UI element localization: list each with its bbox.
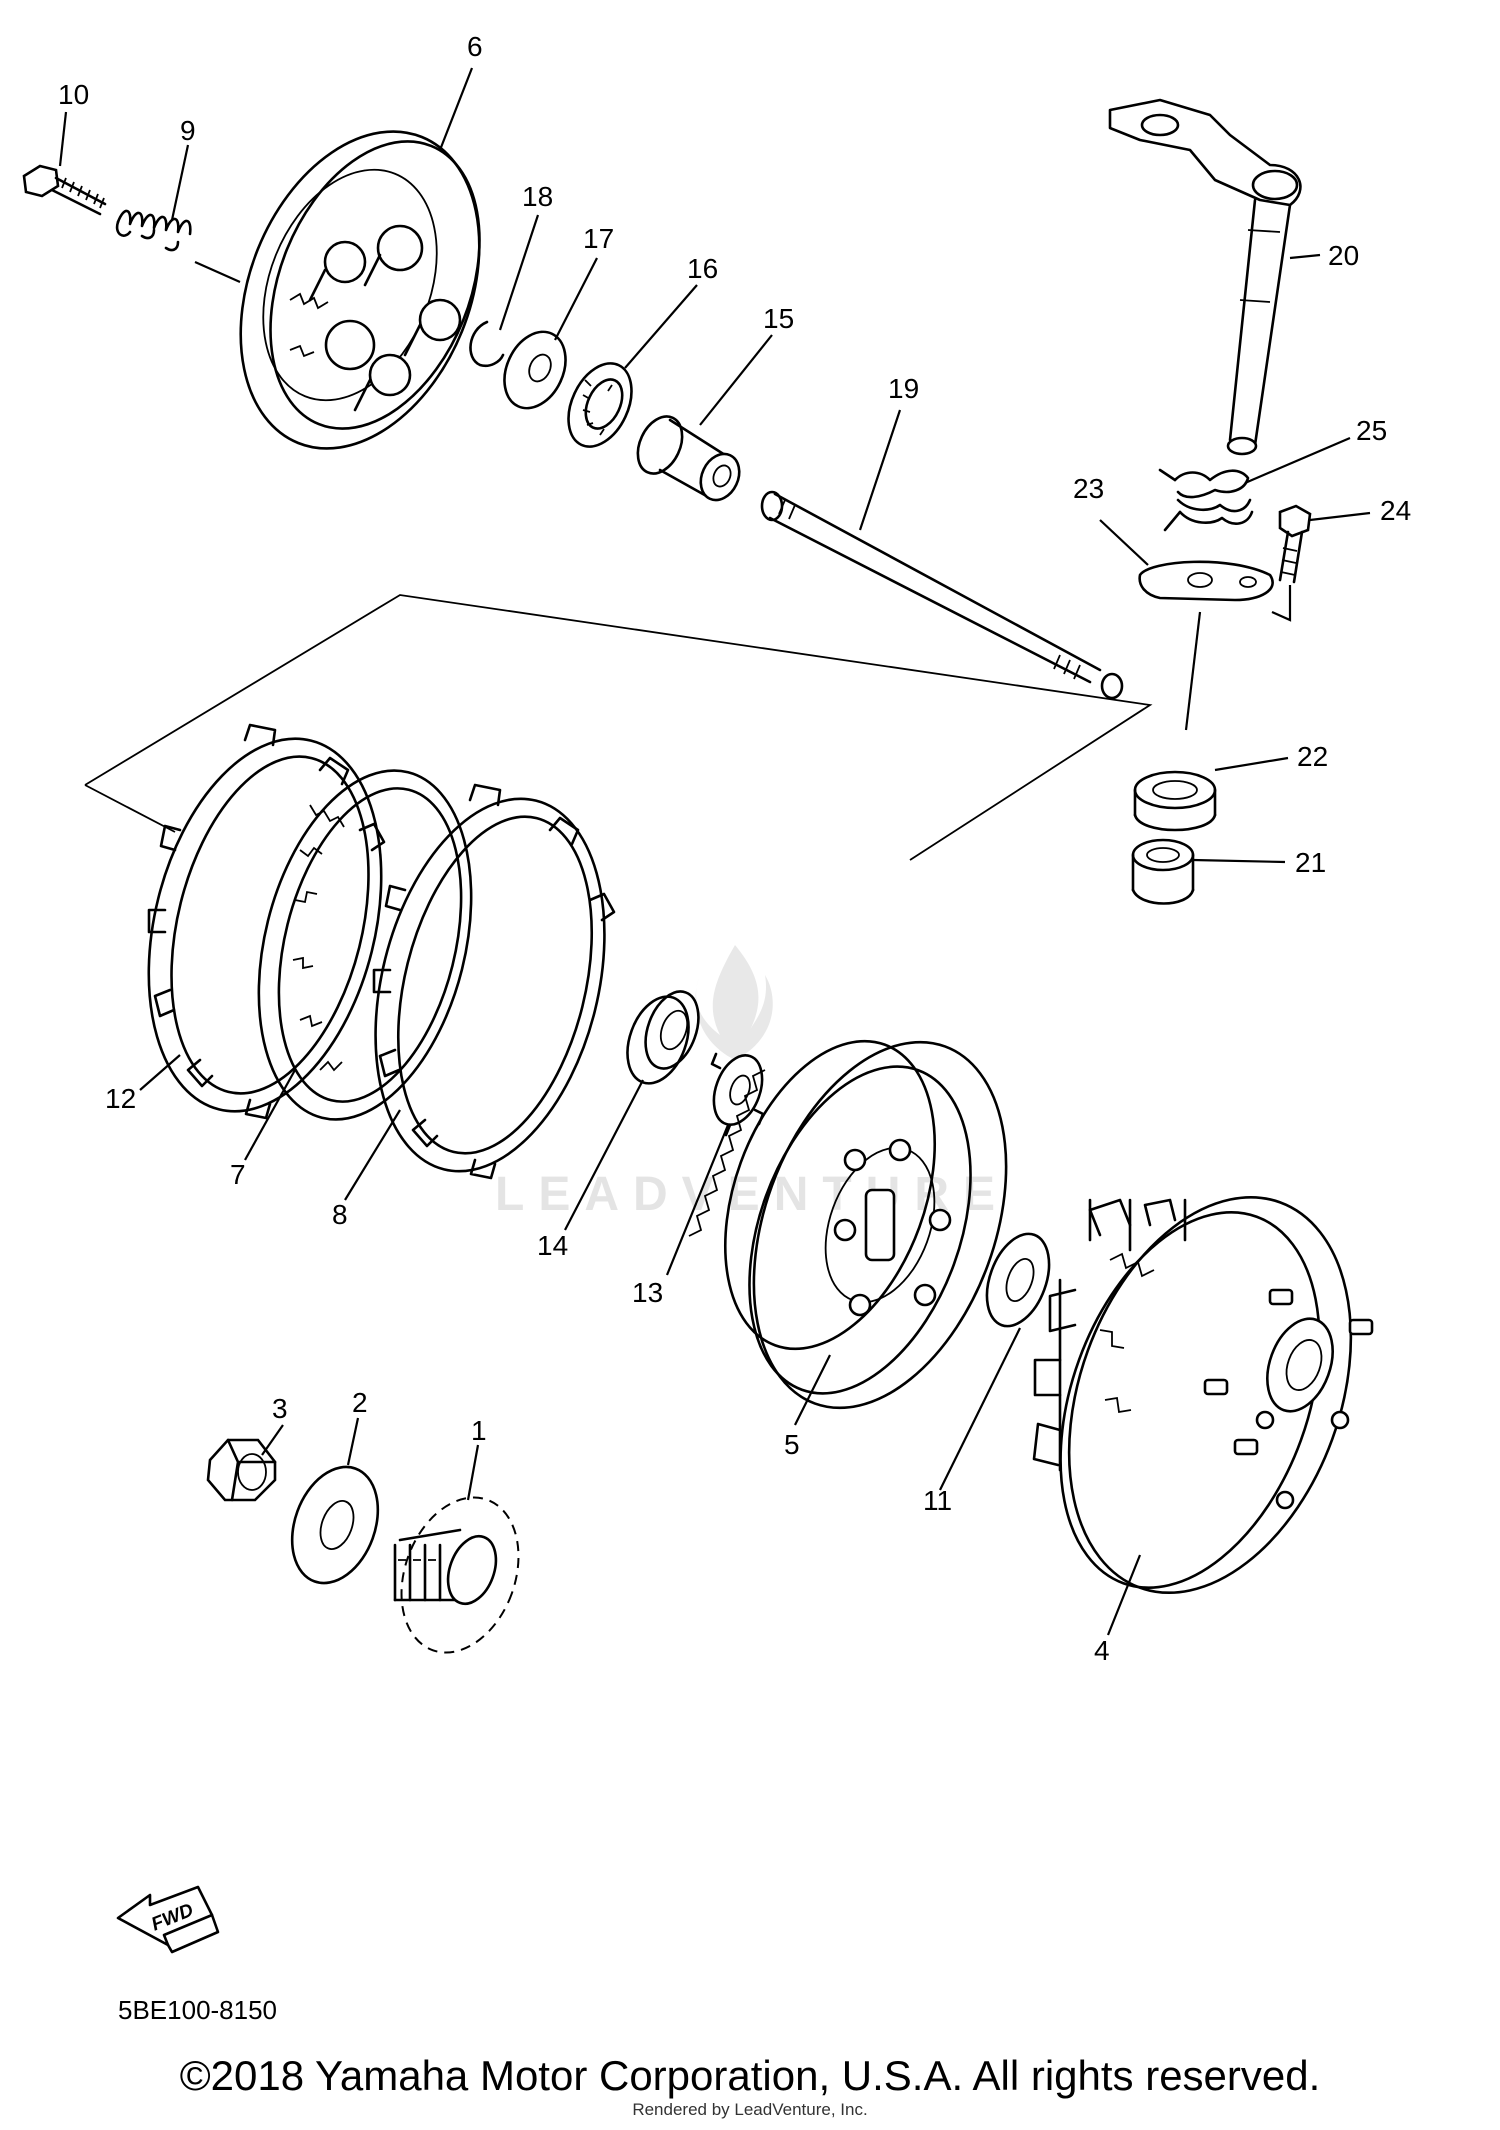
part-10-bolt <box>22 164 107 216</box>
part-11-thrust-washer <box>985 1232 1051 1328</box>
part-20-push-lever-shaft <box>1108 98 1302 456</box>
callout-25: 25 <box>1356 415 1387 446</box>
part-18-circlip <box>469 320 505 368</box>
part-21-bushing <box>1131 838 1195 905</box>
part-13-lock-washer <box>710 1052 765 1137</box>
part-9-spring <box>115 209 241 284</box>
callout-2: 2 <box>352 1387 368 1418</box>
watermark: LEADVENTURE <box>495 945 1009 1221</box>
callout-1: 1 <box>471 1415 487 1446</box>
callout-11: 11 <box>923 1485 952 1516</box>
callout-18: 18 <box>522 181 553 212</box>
callout-labels: 6 10 9 18 17 16 15 19 20 25 23 24 22 21 … <box>58 31 1411 1666</box>
callout-7: 7 <box>230 1159 246 1190</box>
part-22-oil-seal <box>1133 770 1217 832</box>
part-12-friction-plate <box>147 723 386 1120</box>
part-15-pusher <box>636 415 741 502</box>
part-5-clutch-boss <box>688 1039 1008 1410</box>
part-3-nut <box>206 1438 277 1502</box>
callout-14: 14 <box>537 1230 568 1261</box>
part-17-washer <box>503 330 567 410</box>
callout-23: 23 <box>1073 473 1104 504</box>
callout-20: 20 <box>1328 240 1359 271</box>
part-16-bearing <box>567 362 633 448</box>
part-24-screw <box>1278 504 1312 584</box>
part-2-washer <box>290 1465 380 1585</box>
watermark-text: LEADVENTURE <box>495 1168 1009 1221</box>
part-7-clutch-plate <box>257 769 473 1121</box>
callout-4: 4 <box>1094 1635 1110 1666</box>
callout-17: 17 <box>583 223 614 254</box>
callout-10: 10 <box>58 79 89 110</box>
part-23-stopper-plate <box>1138 560 1292 731</box>
assembly-frame-lower <box>84 784 176 833</box>
part-1-drive-gear <box>393 1496 520 1654</box>
rendered-by-notice: Rendered by LeadVenture, Inc. <box>632 2100 868 2119</box>
part-6-pressure-plate <box>239 130 481 450</box>
part-8-friction-plate <box>372 783 616 1180</box>
callout-13: 13 <box>632 1277 663 1308</box>
fwd-arrow-icon: FWD <box>116 1885 220 1954</box>
callout-21: 21 <box>1295 847 1326 878</box>
callout-8: 8 <box>332 1199 348 1230</box>
watermark-flame-icon <box>695 945 773 1060</box>
part-14-collar <box>626 990 700 1085</box>
callout-24: 24 <box>1380 495 1411 526</box>
callout-22: 22 <box>1297 741 1328 772</box>
callout-16: 16 <box>687 253 718 284</box>
callout-15: 15 <box>763 303 794 334</box>
part-19-push-rod <box>760 490 1124 700</box>
part-4-clutch-housing <box>1032 1195 1374 1595</box>
callout-6: 6 <box>467 31 483 62</box>
callout-3: 3 <box>272 1393 288 1424</box>
callout-5: 5 <box>784 1429 800 1460</box>
callout-12: 12 <box>105 1083 136 1114</box>
part-25-torsion-spring <box>1158 468 1254 532</box>
assembly-frame <box>84 594 1153 861</box>
callout-19: 19 <box>888 373 919 404</box>
copyright-notice: ©2018 Yamaha Motor Corporation, U.S.A. A… <box>179 2052 1321 2099</box>
callout-9: 9 <box>180 115 196 146</box>
diagram-code: 5BE100-8150 <box>118 1995 278 2025</box>
leader-lines <box>58 67 1371 1636</box>
